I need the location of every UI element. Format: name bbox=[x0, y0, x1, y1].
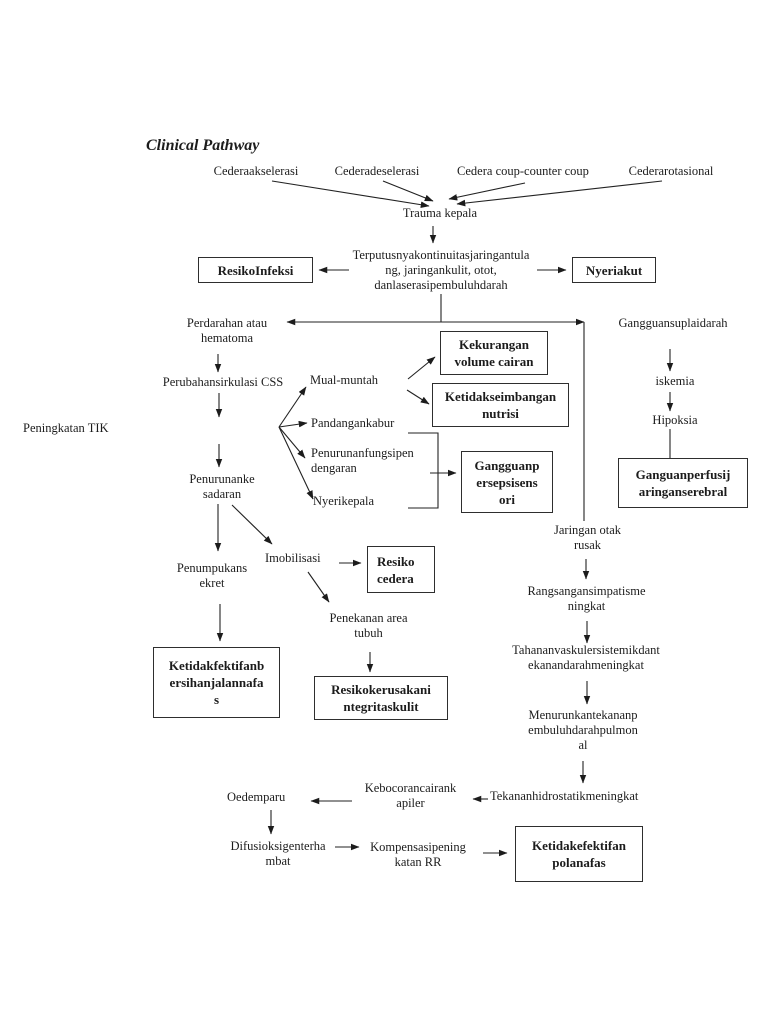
diagnosis-box-resiko-kerusakan-integritas-kulit: Resikokerusakani ntegritaskulit bbox=[314, 676, 448, 720]
node-difusi-oksigen-terhambat: Difusioksigenterha mbat bbox=[230, 839, 326, 868]
node-oedem-paru: Oedemparu bbox=[227, 790, 286, 804]
diagram-title: Clinical Pathway bbox=[146, 137, 260, 154]
node-pandangan-kabur: Pandangankabur bbox=[311, 416, 395, 430]
node-penekanan-area-tubuh: Penekanan area tubuh bbox=[329, 611, 408, 640]
diagnosis-box-nyeri-akut: Nyeriakut bbox=[572, 257, 656, 283]
node-cedera-deselerasi: Cederadeselerasi bbox=[334, 164, 420, 178]
node-peningkatan-tik: Peningkatan TIK bbox=[23, 421, 109, 435]
node-perubahan-sirkulasi-css: Perubahansirkulasi CSS bbox=[162, 375, 284, 389]
diagnosis-box-resiko-cedera: Resiko cedera bbox=[367, 546, 435, 593]
node-kompensasi-peningkatan-rr: Kompensasipening katan RR bbox=[370, 840, 466, 869]
node-gangguan-suplai-darah: Gangguansuplaidarah bbox=[618, 316, 728, 330]
node-tekanan-hidrostatik-meningkat: Tekananhidrostatikmeningkat bbox=[490, 789, 639, 803]
diagnosis-box-ketidakfektifan-bersihan-jalan-nafas: Ketidakfektifanb ersihanjalannafa s bbox=[153, 647, 280, 718]
node-iskemia: iskemia bbox=[655, 374, 695, 388]
node-perdarahan-hematoma: Perdarahan atau hematoma bbox=[186, 316, 268, 345]
node-kebocoran-cairan-kapiler: Kebocorancairank apiler bbox=[364, 781, 457, 810]
node-penurunan-kesadaran: Penurunanke sadaran bbox=[189, 472, 255, 501]
diagnosis-box-ketidakefektifan-pola-nafas: Ketidakefektifan polanafas bbox=[515, 826, 643, 882]
node-mual-muntah: Mual-muntah bbox=[310, 373, 379, 387]
node-nyeri-kepala: Nyerikepala bbox=[313, 494, 375, 508]
node-menurunkan-tekanan-pulmonal: Menurunkantekananp embuluhdarahpulmon al bbox=[528, 708, 638, 752]
node-tahanan-vaskuler-sistemik: Tahananvaskulersistemikdant ekanandarahm… bbox=[512, 643, 660, 672]
node-cedera-coup-counter-coup: Cedera coup-counter coup bbox=[457, 164, 589, 178]
node-cedera-rotasional: Cederarotasional bbox=[628, 164, 714, 178]
diagnosis-box-kekurangan-volume-cairan: Kekurangan volume cairan bbox=[440, 331, 548, 375]
diagnosis-box-resiko-infeksi: ResikoInfeksi bbox=[198, 257, 313, 283]
node-trauma-kepala: Trauma kepala bbox=[402, 206, 478, 220]
node-penumpukan-sekret: Penumpukans ekret bbox=[176, 561, 248, 590]
node-penurunan-fungsi-pendengaran: Penurunanfungsipen dengaran bbox=[311, 446, 414, 475]
node-jaringan-otak-rusak: Jaringan otak rusak bbox=[554, 523, 621, 552]
node-terputusnya-kontinuitas: Terputusnyakontinuitasjaringantula ng, j… bbox=[352, 248, 530, 292]
diagnosis-box-gangguan-persepsi-sensori: Gangguanp ersepsisens ori bbox=[461, 451, 553, 513]
diagnosis-box-ketidakseimbangan-nutrisi: Ketidakseimbangan nutrisi bbox=[432, 383, 569, 427]
node-imobilisasi: Imobilisasi bbox=[265, 551, 321, 565]
diagnosis-box-ganguan-perfusi-serebral: Ganguanperfusij aringanserebral bbox=[618, 458, 748, 508]
node-cedera-akselerasi: Cederaakselerasi bbox=[213, 164, 299, 178]
node-rangsangan-simpatis-meningkat: Rangsangansimpatisme ningkat bbox=[527, 584, 646, 613]
node-hipoksia: Hipoksia bbox=[652, 413, 698, 427]
